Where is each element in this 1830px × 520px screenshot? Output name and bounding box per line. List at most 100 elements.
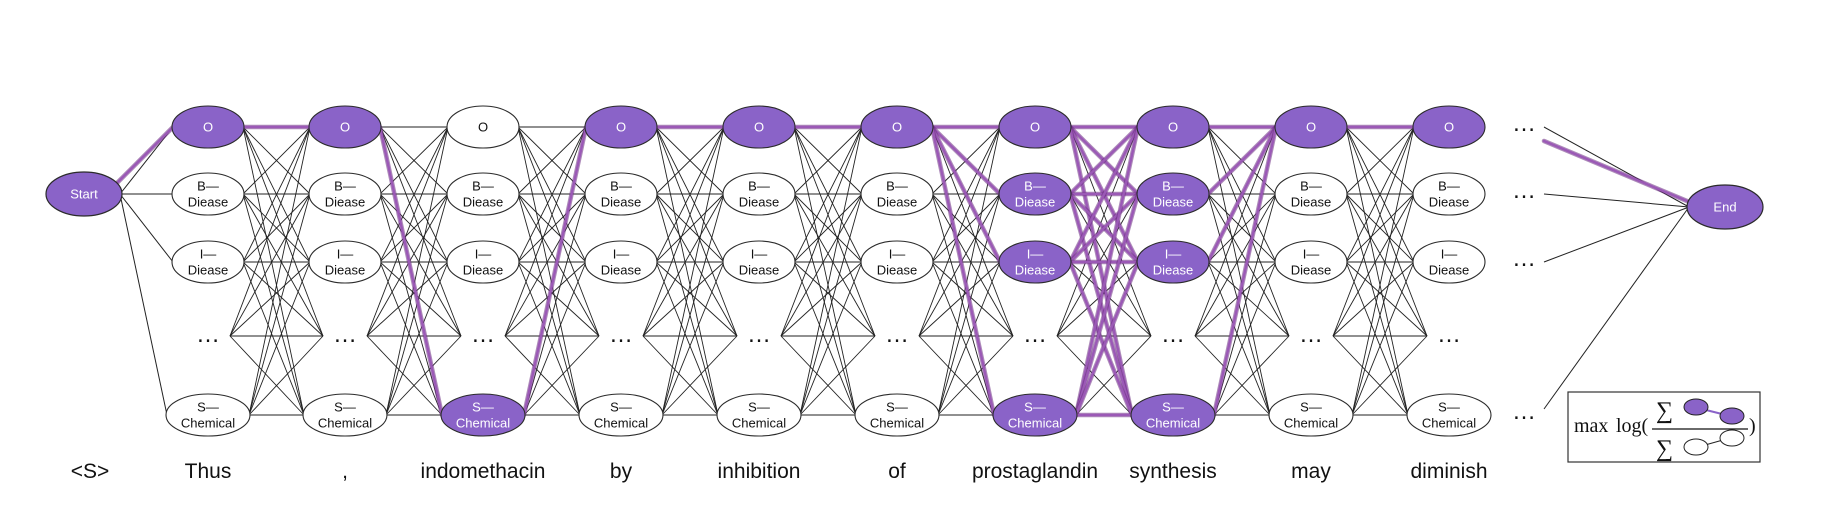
transition-edge — [248, 335, 324, 416]
transition-edge — [379, 193, 443, 416]
state-label-type: Diease — [739, 262, 779, 277]
denominator-node-1 — [1683, 438, 1709, 456]
state-label-o: O — [616, 119, 626, 134]
ellipsis-row: … — [1023, 321, 1047, 348]
state-node-o — [171, 105, 245, 149]
state-label-prefix: B— — [748, 178, 770, 193]
state-label-prefix: B— — [1438, 178, 1460, 193]
transition-edge — [655, 193, 738, 337]
transition-edge — [379, 126, 462, 337]
transition-edge — [1056, 335, 1133, 416]
ellipsis-row: … — [885, 321, 909, 348]
transition-edge — [793, 193, 857, 416]
highlight-edge — [1206, 125, 1278, 264]
ellipsis-row: … — [471, 321, 495, 348]
token-8: synthesis — [1129, 460, 1217, 483]
state-node-s-chemical — [992, 393, 1078, 437]
transition-edge — [931, 193, 1001, 263]
transition-edge — [1351, 261, 1415, 416]
start-label: Start — [70, 186, 98, 201]
highlight-edge — [930, 125, 1002, 196]
transition-edge — [1345, 126, 1415, 195]
transition-edge — [780, 335, 857, 416]
state-label-prefix: B— — [610, 178, 632, 193]
state-label-type: Diease — [1291, 262, 1331, 277]
state-label-type: Diease — [1429, 194, 1469, 209]
state-label-type: Chemical — [594, 415, 648, 430]
state-node-s-chemical — [1268, 393, 1354, 437]
transition-edge — [242, 193, 324, 337]
formula-sum-denominator: ∑ — [1656, 436, 1673, 462]
transition-edge — [799, 126, 863, 416]
state-node-i-diease — [171, 240, 245, 284]
state-node-b-diease — [998, 172, 1072, 216]
transition-edge — [1345, 261, 1428, 337]
transition-edge — [793, 126, 876, 337]
transition-edge — [385, 335, 462, 416]
state-label-type: Chemical — [181, 415, 235, 430]
transition-edge — [661, 193, 725, 416]
highlight-edge — [1068, 125, 1140, 196]
state-node-o — [722, 105, 796, 149]
state-label-prefix: I— — [200, 246, 217, 261]
transition-edge — [655, 261, 738, 337]
state-label-prefix: B— — [1162, 178, 1184, 193]
state-node-o — [446, 105, 520, 149]
state-label-prefix: S— — [748, 399, 770, 414]
formula-max: max — [1574, 415, 1608, 437]
transition-edge — [379, 193, 449, 263]
state-label-type: Diease — [463, 194, 503, 209]
state-label-type: Diease — [1153, 194, 1193, 209]
state-node-s-chemical — [165, 393, 251, 437]
token-0: <S> — [71, 460, 110, 483]
ellipsis-row: … — [1437, 321, 1461, 348]
transition-edge — [655, 193, 719, 416]
state-node-s-chemical — [716, 393, 802, 437]
highlight-edge — [522, 125, 588, 417]
state-label-o: O — [1168, 119, 1178, 134]
state-node-s-chemical — [1130, 393, 1216, 437]
transition-edge — [1213, 193, 1277, 416]
formula-log: log( — [1616, 415, 1649, 437]
state-label-type: Diease — [739, 194, 779, 209]
end-label: End — [1713, 199, 1736, 214]
ellipsis-row: … — [1299, 321, 1323, 348]
transition-edge — [642, 193, 725, 337]
state-label-type: Chemical — [732, 415, 786, 430]
transition-edge — [366, 335, 443, 416]
objective-formula: max log( ∑ ∑ ) — [1567, 391, 1761, 463]
state-node-i-diease — [584, 240, 658, 284]
state-node-o — [1274, 105, 1348, 149]
highlight-edge — [1542, 139, 1689, 203]
state-label-prefix: B— — [1300, 178, 1322, 193]
state-label-prefix: I— — [1027, 246, 1044, 261]
transition-edge — [799, 335, 876, 416]
state-label-type: Diease — [325, 262, 365, 277]
state-node-o — [1136, 105, 1210, 149]
transition-edge — [385, 261, 449, 416]
transition-edge — [931, 193, 995, 416]
state-node-s-chemical — [1406, 393, 1492, 437]
transition-edge — [799, 261, 863, 416]
transition-edge — [1207, 261, 1271, 416]
transition-edge — [248, 193, 311, 416]
state-label-type: Diease — [877, 194, 917, 209]
state-label-prefix: B— — [197, 178, 219, 193]
end-edge — [1543, 193, 1690, 208]
transition-edge — [793, 126, 863, 263]
start-edge — [119, 193, 174, 263]
transition-edge — [1207, 261, 1290, 337]
ellipsis-row: … — [333, 321, 357, 348]
transition-edge — [1194, 193, 1277, 337]
transition-edge — [655, 261, 719, 416]
state-label-prefix: S— — [334, 399, 356, 414]
transition-edge — [642, 126, 725, 337]
transition-edge — [780, 126, 863, 337]
transition-edge — [517, 193, 587, 263]
transition-edge — [793, 193, 876, 337]
transition-edge — [229, 193, 311, 337]
transition-edge — [1345, 193, 1415, 263]
transition-edge — [379, 126, 449, 263]
